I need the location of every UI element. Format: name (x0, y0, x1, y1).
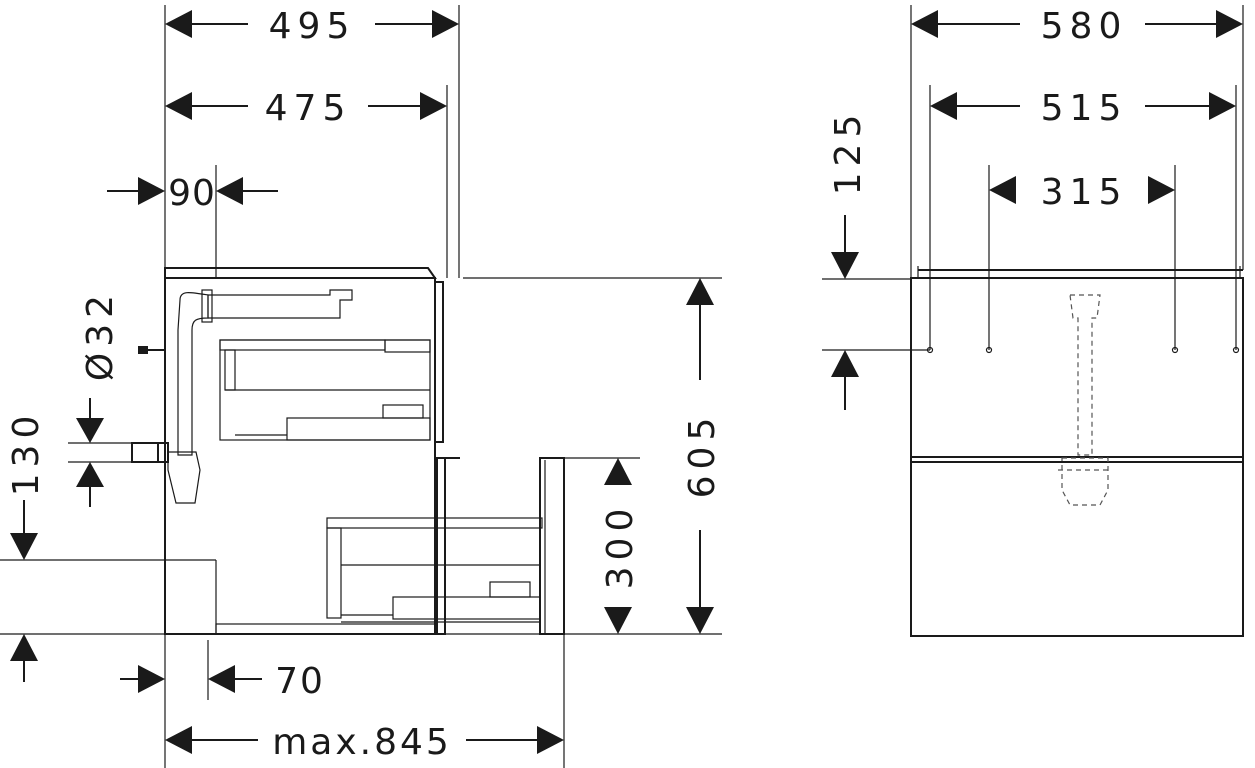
pipe-diameter-label: Ø32 (80, 289, 121, 381)
dim-605-label: 605 (682, 412, 723, 499)
dim-315-label: 315 (1041, 172, 1128, 213)
dim-90-label: 90 (168, 173, 216, 214)
dim-70-label: 70 (275, 661, 325, 702)
dim-130: 130 (6, 398, 165, 507)
cabinet-front (910, 266, 1244, 637)
dim-580: 580 (911, 6, 1243, 47)
front-view: 580 515 315 125 (822, 5, 1244, 637)
dim-515-label: 515 (1041, 88, 1128, 129)
dim-495: 495 (165, 6, 459, 47)
dim-125-label: 125 (828, 109, 869, 196)
cabinet-side (131, 267, 565, 635)
dim-605: 605 (463, 277, 723, 635)
dim-125: 125 (822, 109, 930, 410)
dim-90: 90 (107, 173, 278, 214)
dim-300-label: 300 (600, 503, 641, 590)
dim-580-label: 580 (1041, 6, 1128, 47)
dim-515: 515 (930, 88, 1236, 129)
dim-475-label: 475 (265, 88, 352, 129)
dim-70: 70 (120, 640, 325, 702)
dim-475: 475 (165, 88, 447, 129)
dim-130-label: 130 (6, 410, 47, 497)
dim-495-label: 495 (269, 6, 356, 47)
dim-315: 315 (989, 172, 1175, 213)
dim-845-label: max.845 (272, 722, 452, 763)
dim-300: 300 (564, 457, 641, 634)
side-view: 495 475 90 Ø32 130 (0, 5, 723, 768)
dim-845: max.845 (165, 634, 565, 768)
